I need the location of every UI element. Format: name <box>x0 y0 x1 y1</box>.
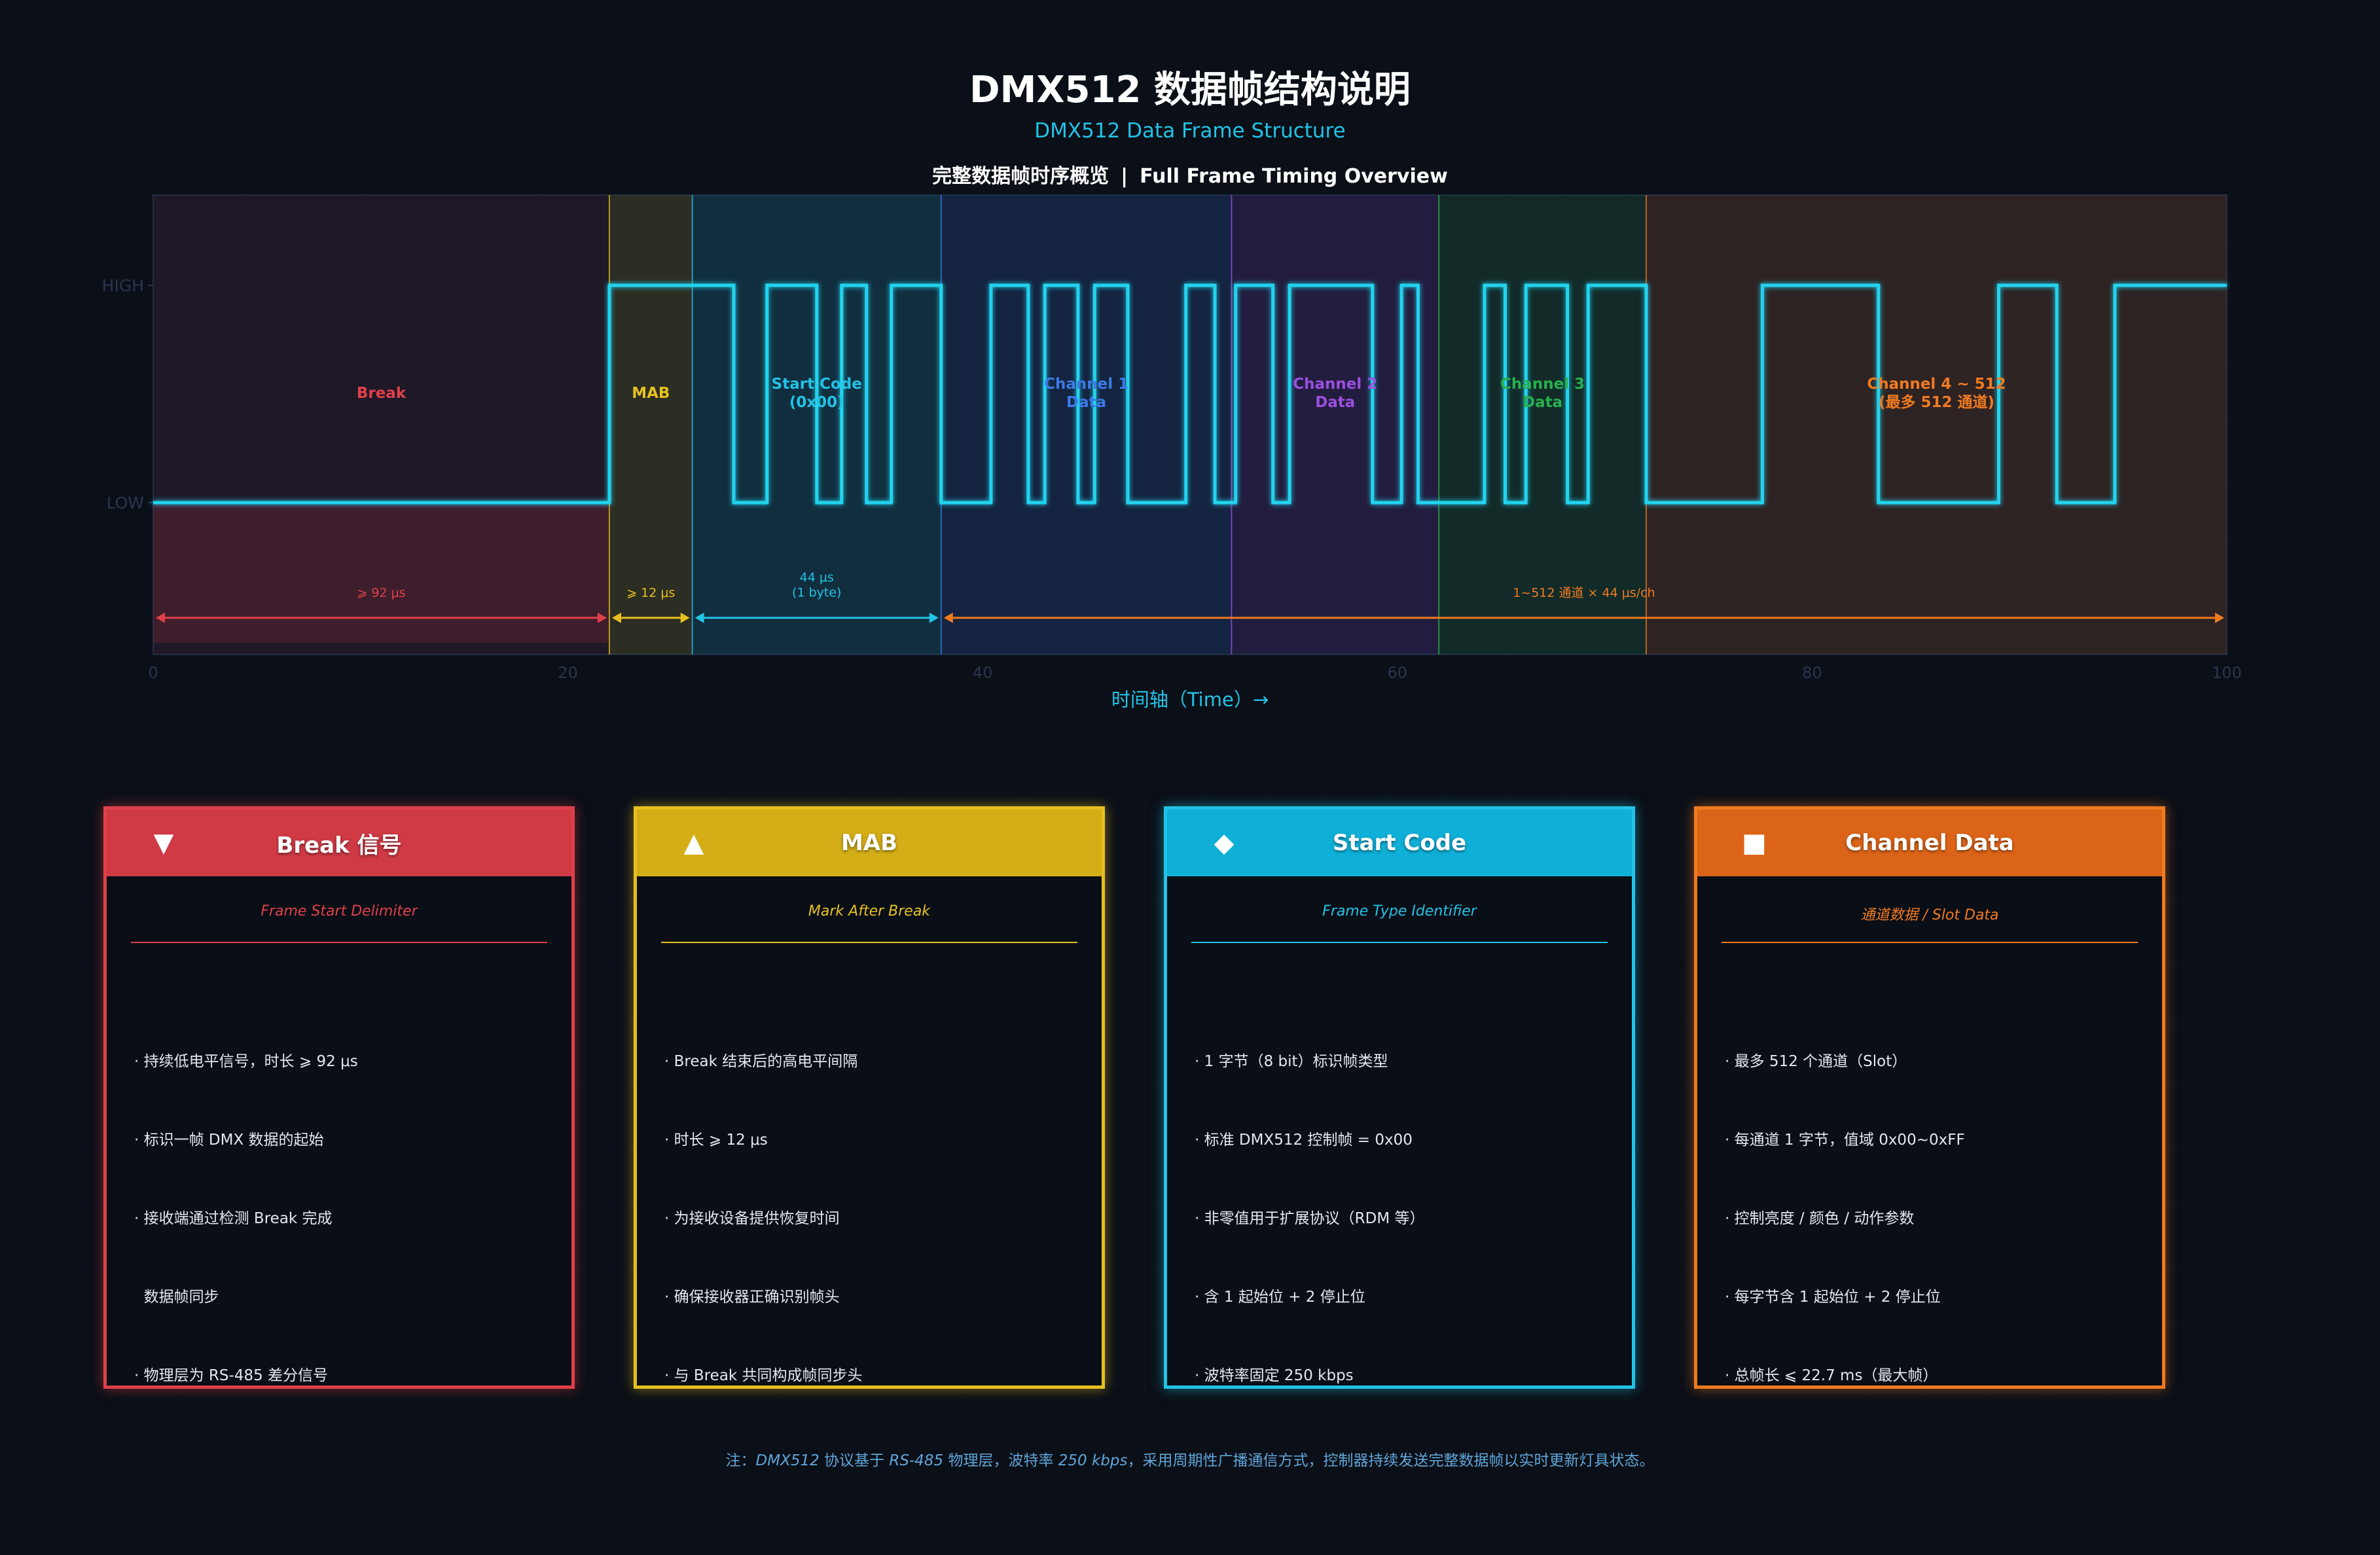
duration-arrow-head-left <box>611 613 621 623</box>
card-start-code: ◆ Start Code Frame Type Identifier · 1 字… <box>1164 806 1635 1389</box>
duration-arrow-head-left <box>694 613 704 623</box>
card-line: · 1 字节（8 bit）标识帧类型 <box>1195 1053 1388 1070</box>
duration-label: ⩾ 92 μs <box>357 586 405 600</box>
card-line: · 控制亮度 / 颜色 / 动作参数 <box>1725 1210 1915 1227</box>
x-tick-label: 0 <box>148 664 158 682</box>
card-subtitle: Mark After Break <box>808 903 931 920</box>
card-title: MAB <box>840 830 898 856</box>
footnote-text: ，采用周期性广播通信方式，控制器持续发送完整数据帧以实时更新灯具状态。 <box>1127 1452 1655 1469</box>
card-line: · 持续低电平信号，时长 ⩾ 92 μs <box>134 1053 358 1070</box>
footnote: 注：DMX512 协议基于 RS-485 物理层，波特率 250 kbps，采用… <box>0 1448 2380 1470</box>
footnote-text: 协议基于 <box>819 1452 890 1469</box>
footnote-protocol: DMX512 <box>755 1452 820 1469</box>
chart-header: 完整数据帧时序概览 | Full Frame Timing Overview <box>0 160 2380 188</box>
card-line: · 物理层为 RS-485 差分信号 <box>134 1367 329 1384</box>
triangle-down-icon: ▼ <box>153 828 174 858</box>
card-line: · 与 Break 共同构成帧同步头 <box>664 1367 863 1384</box>
channel-span-arrow-head-right <box>2215 613 2224 623</box>
chart-header-en: Full Frame Timing Overview <box>1140 165 1448 188</box>
channel-span-label: 1~512 通道 × 44 μs/ch <box>1513 586 1655 600</box>
card-header: ▼ Break 信号 <box>107 810 571 876</box>
segment-band <box>1439 195 1646 654</box>
segment-label: MAB <box>632 385 670 402</box>
card-line: · 每通道 1 字节，值域 0x00~0xFF <box>1725 1132 1965 1149</box>
segment-band <box>941 195 1232 654</box>
y-tick-low: LOW <box>107 493 144 512</box>
card-line: · 接收端通过检测 Break 完成 <box>134 1210 333 1227</box>
footnote-physical-layer: RS-485 <box>889 1452 944 1469</box>
card-divider <box>661 942 1077 943</box>
plot-area <box>153 194 2227 655</box>
segment-label: Start Code(0x00) <box>772 376 862 411</box>
duration-label: ⩾ 12 μs <box>626 586 675 600</box>
card-title: Channel Data <box>1845 830 2014 856</box>
card-line: · 含 1 起始位 + 2 停止位 <box>1195 1289 1365 1306</box>
card-line: · Break 结束后的高电平间隔 <box>664 1053 858 1070</box>
segment-label: Break <box>357 385 406 402</box>
card-line: · 确保接收器正确识别帧头 <box>664 1289 840 1306</box>
duration-arrow-head-left <box>156 613 165 623</box>
x-tick-label: 60 <box>1388 664 1408 682</box>
card-channel-data: ■ Channel Data 通道数据 / Slot Data · 最多 512… <box>1694 806 2165 1389</box>
footnote-prefix: 注： <box>725 1452 756 1469</box>
card-header: ■ Channel Data <box>1697 810 2162 876</box>
segment-band <box>1231 195 1439 654</box>
x-tick-label: 20 <box>558 664 578 682</box>
card-divider <box>131 942 547 943</box>
x-tick-label: 40 <box>973 664 993 682</box>
card-break: ▼ Break 信号 Frame Start Delimiter · 持续低电平… <box>103 806 575 1389</box>
segment-band <box>609 195 693 654</box>
page-subtitle: DMX512 Data Frame Structure <box>1034 119 1346 143</box>
triangle-up-icon: ▲ <box>683 828 704 858</box>
page-title: DMX512 数据帧结构说明 <box>969 69 1411 111</box>
x-tick-label: 100 <box>2212 664 2242 682</box>
duration-label: 44 μs(1 byte) <box>792 571 841 600</box>
diamond-icon: ◆ <box>1214 828 1235 858</box>
card-line: · 每字节含 1 起始位 + 2 停止位 <box>1725 1289 1941 1306</box>
card-divider <box>1191 942 1608 943</box>
card-line: · 最多 512 个通道（Slot） <box>1725 1053 1907 1070</box>
duration-arrow-head-right <box>597 613 607 623</box>
footnote-text: 物理层，波特率 <box>943 1452 1058 1469</box>
card-header: ◆ Start Code <box>1167 810 1632 876</box>
card-subtitle: Frame Type Identifier <box>1322 903 1477 920</box>
card-line: · 时长 ⩾ 12 μs <box>664 1132 768 1149</box>
channel-span-arrow-head-left <box>943 613 953 623</box>
chart-header-cn: 完整数据帧时序概览 <box>932 165 1109 188</box>
segment-label: Channel 4 ~ 512(最多 512 通道) <box>1867 376 2006 411</box>
card-line: · 为接收设备提供恢复时间 <box>664 1210 840 1227</box>
square-icon: ■ <box>1742 828 1767 858</box>
break-low-band <box>153 503 609 643</box>
y-tick-high: HIGH <box>102 276 144 295</box>
duration-arrow-head-right <box>680 613 690 623</box>
card-subtitle: 通道数据 / Slot Data <box>1860 907 1999 923</box>
card-subtitle: Frame Start Delimiter <box>261 903 418 920</box>
timing-diagram: HIGH LOW Break MAB Start Code(0x00) Channel 1… <box>102 194 2242 711</box>
card-line: · 波特率固定 250 kbps <box>1195 1367 1354 1384</box>
card-line: · 总帧长 ⩽ 22.7 ms（最大帧） <box>1725 1367 1938 1384</box>
card-line: 数据帧同步 <box>134 1289 219 1306</box>
dmx-signal-line <box>153 283 2227 505</box>
card-title: Start Code <box>1332 830 1467 856</box>
card-mab: ▲ MAB Mark After Break · Break 结束后的高电平间隔… <box>634 806 1105 1389</box>
x-tick-label: 80 <box>1802 664 1822 682</box>
card-header: ▲ MAB <box>637 810 1102 876</box>
duration-arrow-head-right <box>929 613 939 623</box>
x-axis-label: 时间轴（Time）→ <box>1111 688 1269 711</box>
chart-header-separator: | <box>1121 165 1128 188</box>
card-line: · 非零值用于扩展协议（RDM 等） <box>1195 1210 1425 1227</box>
segment-band <box>1646 195 2227 654</box>
segment-band <box>153 195 609 654</box>
card-line: · 标识一帧 DMX 数据的起始 <box>134 1132 324 1149</box>
footnote-baud-rate: 250 kbps <box>1058 1452 1128 1469</box>
card-divider <box>1722 942 2138 943</box>
card-line: · 标准 DMX512 控制帧 = 0x00 <box>1195 1132 1413 1149</box>
card-title: Break 信号 <box>276 832 402 859</box>
